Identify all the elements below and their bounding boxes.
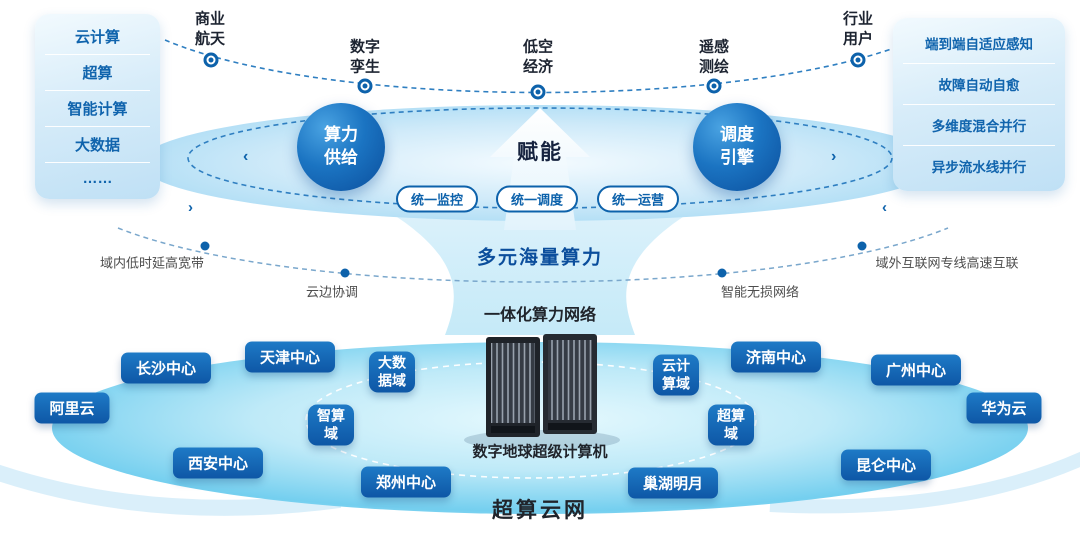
network-label-intra-domain: 域内低时延高宽带 [99,255,205,271]
empower-label: 赋能 [517,141,563,164]
capability-item: 超算 [45,55,150,91]
network-dot [200,241,210,251]
datacenter-node-tianjin: 天津中心 [244,341,336,373]
feature-item: 端到端自适应感知 [903,23,1055,64]
chevron-left-icon: ‹ [243,148,248,165]
arc-node-label-remote-sensing: 遥感 测绘 [698,38,730,76]
domain-node-intelligent-compute: 智算 域 [308,404,354,446]
network-label-inter-domain: 域外互联网专线高速互联 [875,255,1019,271]
server-rack-illustration [464,334,620,450]
chevron-right-bottom-icon: ‹ [882,199,887,216]
arc-node-label-low-altitude-economy: 低空 经济 [522,38,554,76]
supercomputer-label: 数字地球超级计算机 [472,443,608,461]
datacenter-node-guangzhou: 广州中心 [870,354,962,386]
node-marker-icon [357,78,373,94]
capability-item: 云计算 [45,19,150,55]
integrated-network-title: 一体化算力网络 [483,307,597,324]
capability-item: …… [82,170,113,187]
unified-scheduling-pill: 统一调度 [495,185,579,213]
arc-node-label-industry-users: 行业 用户 [842,10,874,48]
datacenter-node-jinan: 济南中心 [730,341,822,373]
node-marker-icon [203,52,219,68]
datacenter-node-huawei-cloud: 华为云 [966,392,1042,424]
diagram-footer-title: 超算云网 [492,499,588,522]
capability-panel-left: 云计算 超算 智能计算 大数据 …… [35,14,160,199]
pool-dashed-ellipse [305,361,757,479]
network-dot [717,268,727,278]
chevron-left-bottom-icon: › [188,199,193,216]
datacenter-node-chaohu-mingyue: 巢湖明月 [627,467,719,499]
feature-item: 异步流水线并行 [931,160,1027,175]
massive-compute-title: 多元海量算力 [476,247,604,269]
network-dot [857,241,867,251]
funnel-shape [350,190,730,335]
arc-node-label-commercial-aerospace: 商业 航天 [194,10,226,48]
capability-item: 大数据 [45,127,150,163]
network-label-lossless: 智能无损网络 [720,284,800,300]
datacenter-node-xian: 西安中心 [172,447,264,479]
datacenter-node-zhengzhou: 郑州中心 [360,466,452,498]
network-label-cloud-edge: 云边协调 [305,284,359,300]
unified-operations-pill: 统一运营 [596,185,680,213]
node-marker-icon [850,52,866,68]
feature-item: 多维度混合并行 [903,105,1055,146]
domain-node-supercompute: 超算 域 [708,404,754,446]
arc-node-label-digital-twin: 数字 孪生 [349,38,381,76]
node-marker-icon [706,78,722,94]
unified-monitoring-pill: 统一监控 [395,185,479,213]
feature-panel-right: 端到端自适应感知 故障自动自愈 多维度混合并行 异步流水线并行 [893,18,1065,191]
scheduling-engine-circle: 调度 引擎 [693,103,781,191]
network-dot [340,268,350,278]
datacenter-node-alibaba-cloud: 阿里云 [34,392,110,424]
datacenter-node-changsha: 长沙中心 [120,352,212,384]
domain-node-cloud-compute: 云计 算域 [653,354,699,396]
chevron-right-icon: › [831,148,836,165]
network-arc-dashed [117,227,949,283]
swirl-decoration-right [769,451,1080,514]
node-marker-icon [530,84,546,100]
compute-supply-circle: 算力 供给 [297,103,385,191]
feature-item: 故障自动自愈 [903,64,1055,105]
datacenter-node-kunlun: 昆仑中心 [840,449,932,481]
domain-node-big-data: 大数 据域 [369,351,415,393]
capability-item: 智能计算 [45,91,150,127]
swirl-decoration-left [0,464,342,516]
